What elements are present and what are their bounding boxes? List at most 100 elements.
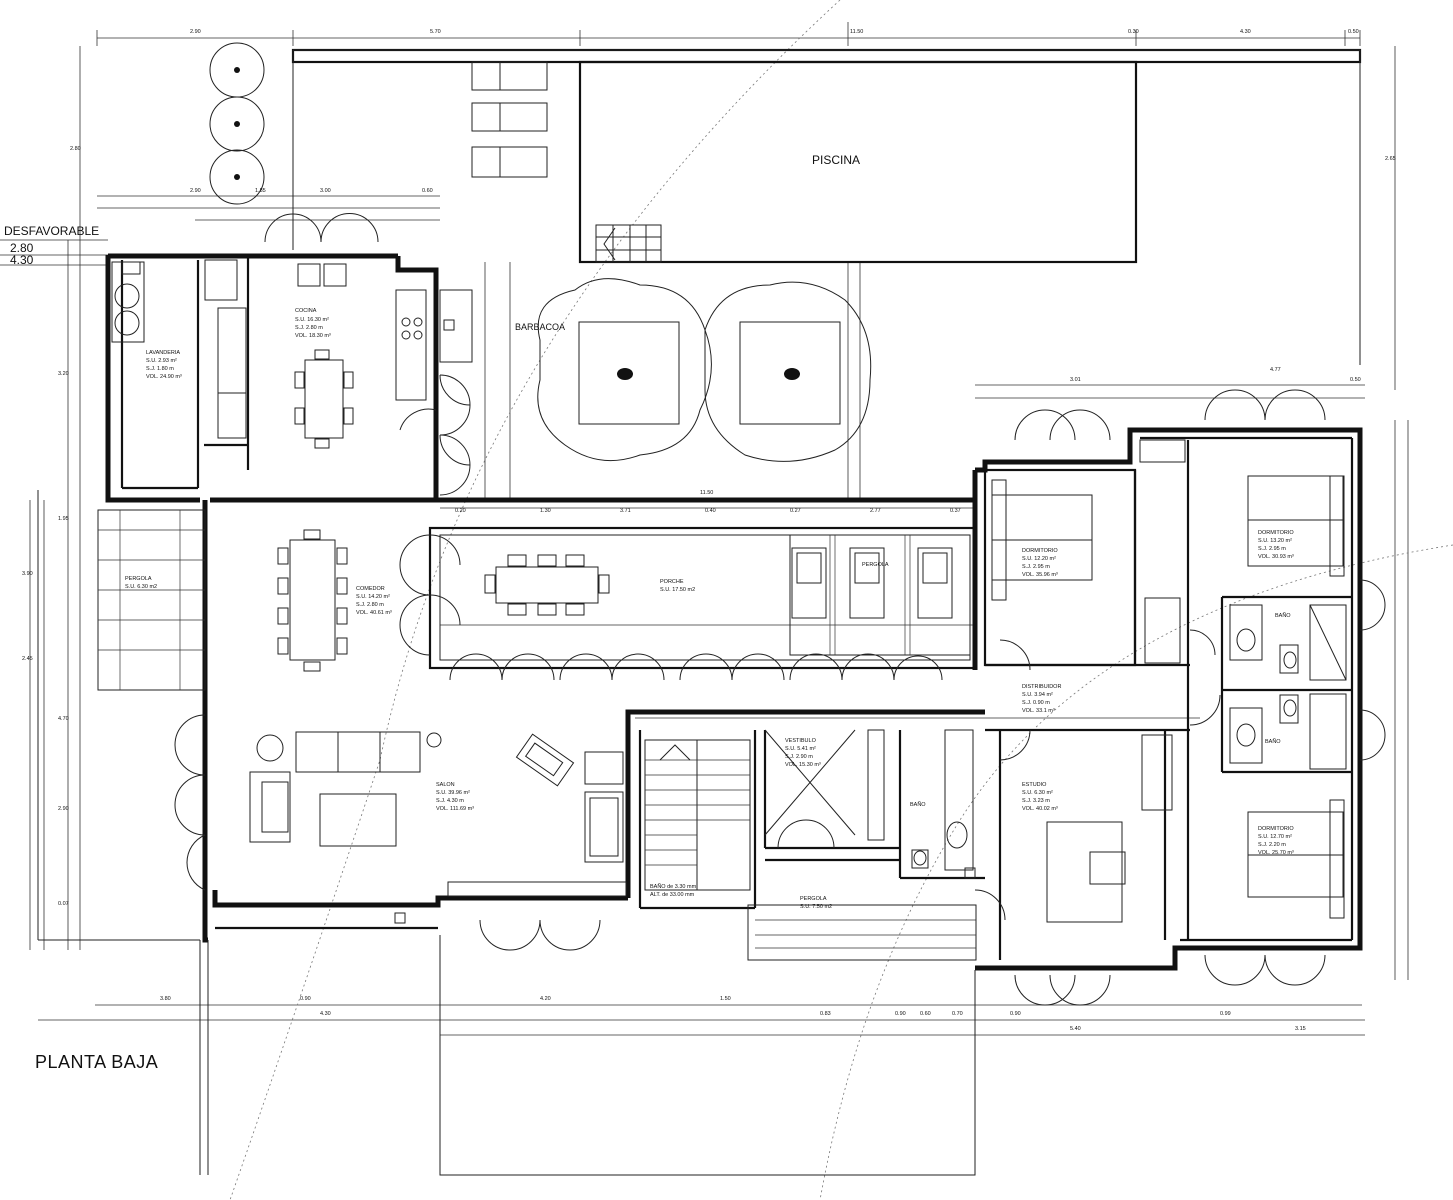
dim-left-6: 3.90 — [22, 571, 33, 577]
dim-top2-3: 3.00 — [320, 188, 331, 194]
dim-mid-8: 0.40 — [705, 508, 716, 514]
dim-mid-3: 0.50 — [1350, 377, 1361, 383]
pergola-left-data: S.U. 6.30 m2 — [125, 584, 157, 590]
laundry-data-3: VOL. 24.90 m³ — [146, 374, 182, 380]
vestibule-data-3: VOL. 15.30 m³ — [785, 762, 821, 768]
dim-top-6: 0.50 — [1348, 29, 1359, 35]
building-walls — [105, 253, 1363, 971]
dim-mid-10: 2.77 — [870, 508, 881, 514]
dim-bottom-7: 0.90 — [895, 1011, 906, 1017]
dim-top-4: 0.30 — [1128, 29, 1139, 35]
dim-bottom-11: 5.40 — [1070, 1026, 1081, 1032]
dim-bottom-6: 0.83 — [820, 1011, 831, 1017]
trees-left — [209, 42, 265, 205]
kitchen-data-2: S.J. 2.80 m — [295, 325, 323, 331]
bedroom-a-data-2: S.J. 2.95 m — [1022, 564, 1050, 570]
dim-bottom-5: 4.30 — [320, 1011, 331, 1017]
bath-c-label: BAÑO — [1265, 738, 1281, 745]
bedroom-c-label: DORMITORIO — [1258, 826, 1294, 832]
bedroom-b-data-1: S.U. 13.20 m² — [1258, 538, 1292, 544]
laundry-label: LAVANDERIA — [146, 350, 180, 356]
dim-left-9: 2.65 — [1385, 156, 1396, 162]
study-data-3: VOL. 40.02 m³ — [1022, 806, 1058, 812]
stair-data-2: ALT. de 33.00 mm — [650, 892, 695, 898]
barbecue-garden — [537, 278, 872, 462]
dim-left-2: 3.20 — [58, 371, 69, 377]
vestibule-data-1: S.U. 5.41 m² — [785, 746, 816, 752]
pergola-left-label: PERGOLA — [125, 576, 152, 582]
pool-label: PISCINA — [812, 153, 860, 167]
dimension-lines — [0, 22, 1409, 1036]
staircase — [644, 739, 751, 891]
living-label: SALON — [436, 782, 455, 788]
labels: PLANTA BAJA DESFAVORABLE 2.80 4.30 PISCI… — [4, 153, 1294, 1072]
bedroom-b-data-2: S.J. 2.95 m — [1258, 546, 1286, 552]
kitchen-label: COCINA — [295, 308, 317, 314]
dim-top2-4: 0.60 — [422, 188, 433, 194]
dim-mid-2: 4.77 — [1270, 367, 1281, 373]
dim-left-3: 1.95 — [58, 516, 69, 522]
living-data-3: VOL. 111.69 m³ — [436, 806, 474, 812]
bedroom-a-data-3: VOL. 35.96 m³ — [1022, 572, 1058, 578]
kitchen-data-3: VOL. 18.30 m³ — [295, 333, 331, 339]
pergola-front-data: S.U. 7.50 m2 — [800, 904, 832, 910]
dim-left-4: 4.70 — [58, 716, 69, 722]
hall-data-1: S.U. 3.94 m² — [1022, 692, 1053, 698]
corner-note-line-2: 4.30 — [10, 253, 34, 267]
dim-bottom-4: 1.50 — [720, 996, 731, 1002]
dining-label: COMEDOR — [356, 586, 385, 592]
hall-data-3: VOL. 33.1 m³ — [1022, 708, 1055, 714]
dim-bottom-9: 0.70 — [952, 1011, 963, 1017]
corner-note-label: DESFAVORABLE — [4, 224, 99, 238]
barbecue-label: BARBACOA — [515, 322, 565, 332]
pergola-porch-label: PERGOLA — [862, 562, 889, 568]
study-label: ESTUDIO — [1022, 782, 1047, 788]
dim-bottom-3: 4.20 — [540, 996, 551, 1002]
bedroom-c-data-2: S.J. 2.20 m — [1258, 842, 1286, 848]
kitchen-data-1: S.U. 16.30 m² — [295, 317, 329, 323]
sun-loungers — [471, 61, 548, 178]
pergola-left — [97, 509, 206, 691]
dim-top2-2: 1.85 — [255, 188, 266, 194]
dim-mid-6: 1.30 — [540, 508, 551, 514]
dining-data-2: S.J. 2.80 m — [356, 602, 384, 608]
vestibule-label: VESTIBULO — [785, 738, 817, 744]
dim-bottom-10: 0.90 — [1010, 1011, 1021, 1017]
study-data-1: S.U. 6.30 m² — [1022, 790, 1053, 796]
study-data-2: S.J. 3.23 m — [1022, 798, 1050, 804]
bedroom-a-label: DORMITORIO — [1022, 548, 1058, 554]
dim-mid-1: 3.01 — [1070, 377, 1081, 383]
bedroom-c-data-1: S.U. 12.70 m² — [1258, 834, 1292, 840]
dim-bottom-2: 0.90 — [300, 996, 311, 1002]
pergola-front — [755, 919, 976, 949]
dimension-texts: 2.90 5.70 11.50 0.30 4.30 0.50 2.90 1.85… — [22, 29, 1396, 1032]
living-data-2: S.J. 4.30 m — [436, 798, 464, 804]
living-data-1: S.U. 39.96 m² — [436, 790, 470, 796]
corner-note-line-1: 2.80 — [10, 241, 34, 255]
stair-data-1: BAÑO de 3.30 mm — [650, 883, 697, 890]
plan-title: PLANTA BAJA — [35, 1052, 158, 1072]
dim-bottom-12: 0.99 — [1220, 1011, 1231, 1017]
porch-data-1: S.U. 17.50 m2 — [660, 587, 695, 593]
bedroom-a-data-1: S.U. 12.20 m² — [1022, 556, 1056, 562]
dim-left-7: 2.45 — [22, 656, 33, 662]
hall-data-2: S.J. 0.90 m — [1022, 700, 1050, 706]
dining-data-1: S.U. 14.20 m² — [356, 594, 390, 600]
dim-mid-9: 0.27 — [790, 508, 801, 514]
furniture — [111, 259, 1347, 924]
dim-top-3: 11.50 — [850, 29, 863, 35]
dining-data-3: VOL. 40.61 m³ — [356, 610, 392, 616]
hall-label: DISTRIBUIDOR — [1022, 684, 1061, 690]
dim-left-8: 0.07 — [58, 901, 69, 907]
laundry-data-1: S.U. 2.93 m² — [146, 358, 177, 364]
pergola-front-label: PERGOLA — [800, 896, 827, 902]
dim-left-1: 2.80 — [70, 146, 81, 152]
pool-steps — [595, 224, 662, 263]
dim-top-2: 5.70 — [430, 29, 441, 35]
porch-label: PORCHE — [660, 579, 684, 585]
dim-bottom-8: 0.60 — [920, 1011, 931, 1017]
bedroom-c-data-3: VOL. 25.70 m³ — [1258, 850, 1294, 856]
vestibule-data-2: S.J. 2.90 m — [785, 754, 813, 760]
bedroom-b-label: DORMITORIO — [1258, 530, 1294, 536]
dim-top-1: 2.90 — [190, 29, 201, 35]
